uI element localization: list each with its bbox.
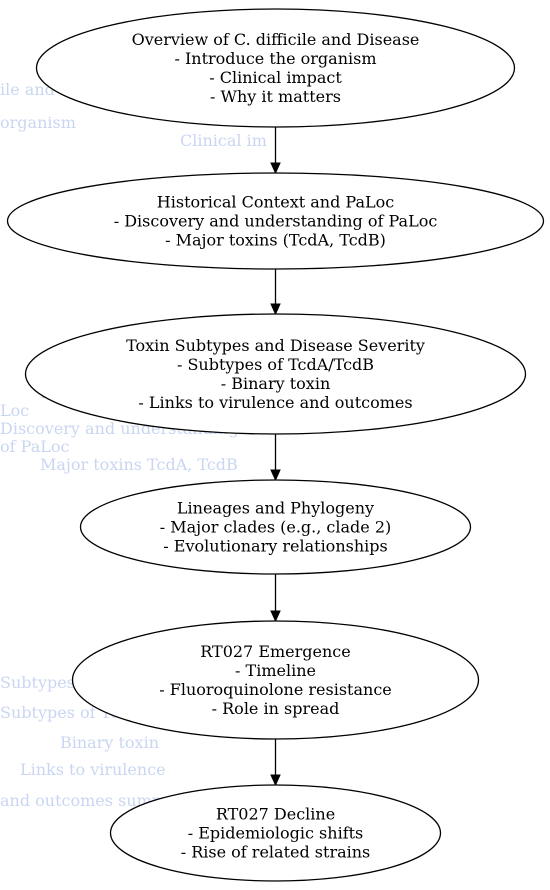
- node-bullet: - Epidemiologic shifts: [188, 824, 364, 843]
- node-ellipse: [71, 620, 480, 740]
- node-historical: Historical Context and PaLoc- Discovery …: [6, 172, 545, 270]
- node-ellipse: [6, 172, 545, 270]
- edge-arrow: [270, 434, 281, 482]
- edge-arrow: [270, 574, 281, 623]
- svg-text:Binary toxin: Binary toxin: [60, 733, 159, 752]
- node-title: Historical Context and PaLoc: [157, 193, 394, 212]
- node-title: Lineages and Phylogeny: [177, 499, 374, 518]
- svg-text:Loc: Loc: [0, 401, 29, 420]
- node-bullet: - Links to virulence and outcomes: [138, 393, 412, 412]
- node-ellipse: [109, 784, 442, 882]
- node-bullet: - Why it matters: [210, 87, 341, 106]
- node-bullet: - Subtypes of TcdA/TcdB: [177, 355, 374, 374]
- edge-arrow: [270, 739, 281, 787]
- node-bullet: - Major clades (e.g., clade 2): [160, 518, 392, 537]
- node-bullet: - Introduce the organism: [174, 49, 376, 68]
- arrowhead-icon: [270, 469, 281, 482]
- node-toxin-subtypes: Toxin Subtypes and Disease Severity- Sub…: [24, 313, 527, 435]
- svg-text:of PaLoc: of PaLoc: [0, 437, 69, 456]
- node-rt027-emergence: RT027 Emergence- Timeline- Fluoroquinolo…: [71, 620, 480, 740]
- node-bullet: - Fluoroquinolone resistance: [159, 680, 392, 699]
- edge-arrow: [270, 127, 281, 175]
- node-bullet: - Timeline: [235, 661, 316, 680]
- node-bullet: - Evolutionary relationships: [163, 537, 387, 556]
- arrowhead-icon: [270, 610, 281, 623]
- svg-text:Links to virulence: Links to virulence: [20, 760, 166, 779]
- node-ellipse: [35, 8, 516, 128]
- svg-text:Major toxins TcdA, TcdB: Major toxins TcdA, TcdB: [40, 455, 238, 474]
- node-bullet: - Discovery and understanding of PaLoc: [114, 212, 438, 231]
- arrowhead-icon: [270, 162, 281, 175]
- arrowhead-icon: [270, 303, 281, 316]
- node-bullet: - Role in spread: [212, 699, 340, 718]
- node-ellipse: [79, 479, 472, 575]
- node-bullet: - Binary toxin: [221, 374, 331, 393]
- node-bullet: - Rise of related strains: [181, 843, 371, 862]
- node-title: Overview of C. difficile and Disease: [132, 30, 420, 49]
- svg-text:Clinical im: Clinical im: [180, 131, 267, 150]
- node-overview: Overview of C. difficile and Disease- In…: [35, 8, 516, 128]
- node-title: RT027 Decline: [216, 805, 335, 824]
- node-rt027-decline: RT027 Decline- Epidemiologic shifts- Ris…: [109, 784, 442, 882]
- node-bullet: - Major toxins (TcdA, TcdB): [165, 231, 386, 250]
- node-lineages: Lineages and Phylogeny- Major clades (e.…: [79, 479, 472, 575]
- node-title: RT027 Emergence: [200, 642, 350, 661]
- edge-arrow: [270, 269, 281, 316]
- svg-text:organism: organism: [0, 113, 76, 132]
- node-title: Toxin Subtypes and Disease Severity: [126, 336, 425, 355]
- node-bullet: - Clinical impact: [209, 68, 342, 87]
- arrowhead-icon: [270, 774, 281, 787]
- node-ellipse: [24, 313, 527, 435]
